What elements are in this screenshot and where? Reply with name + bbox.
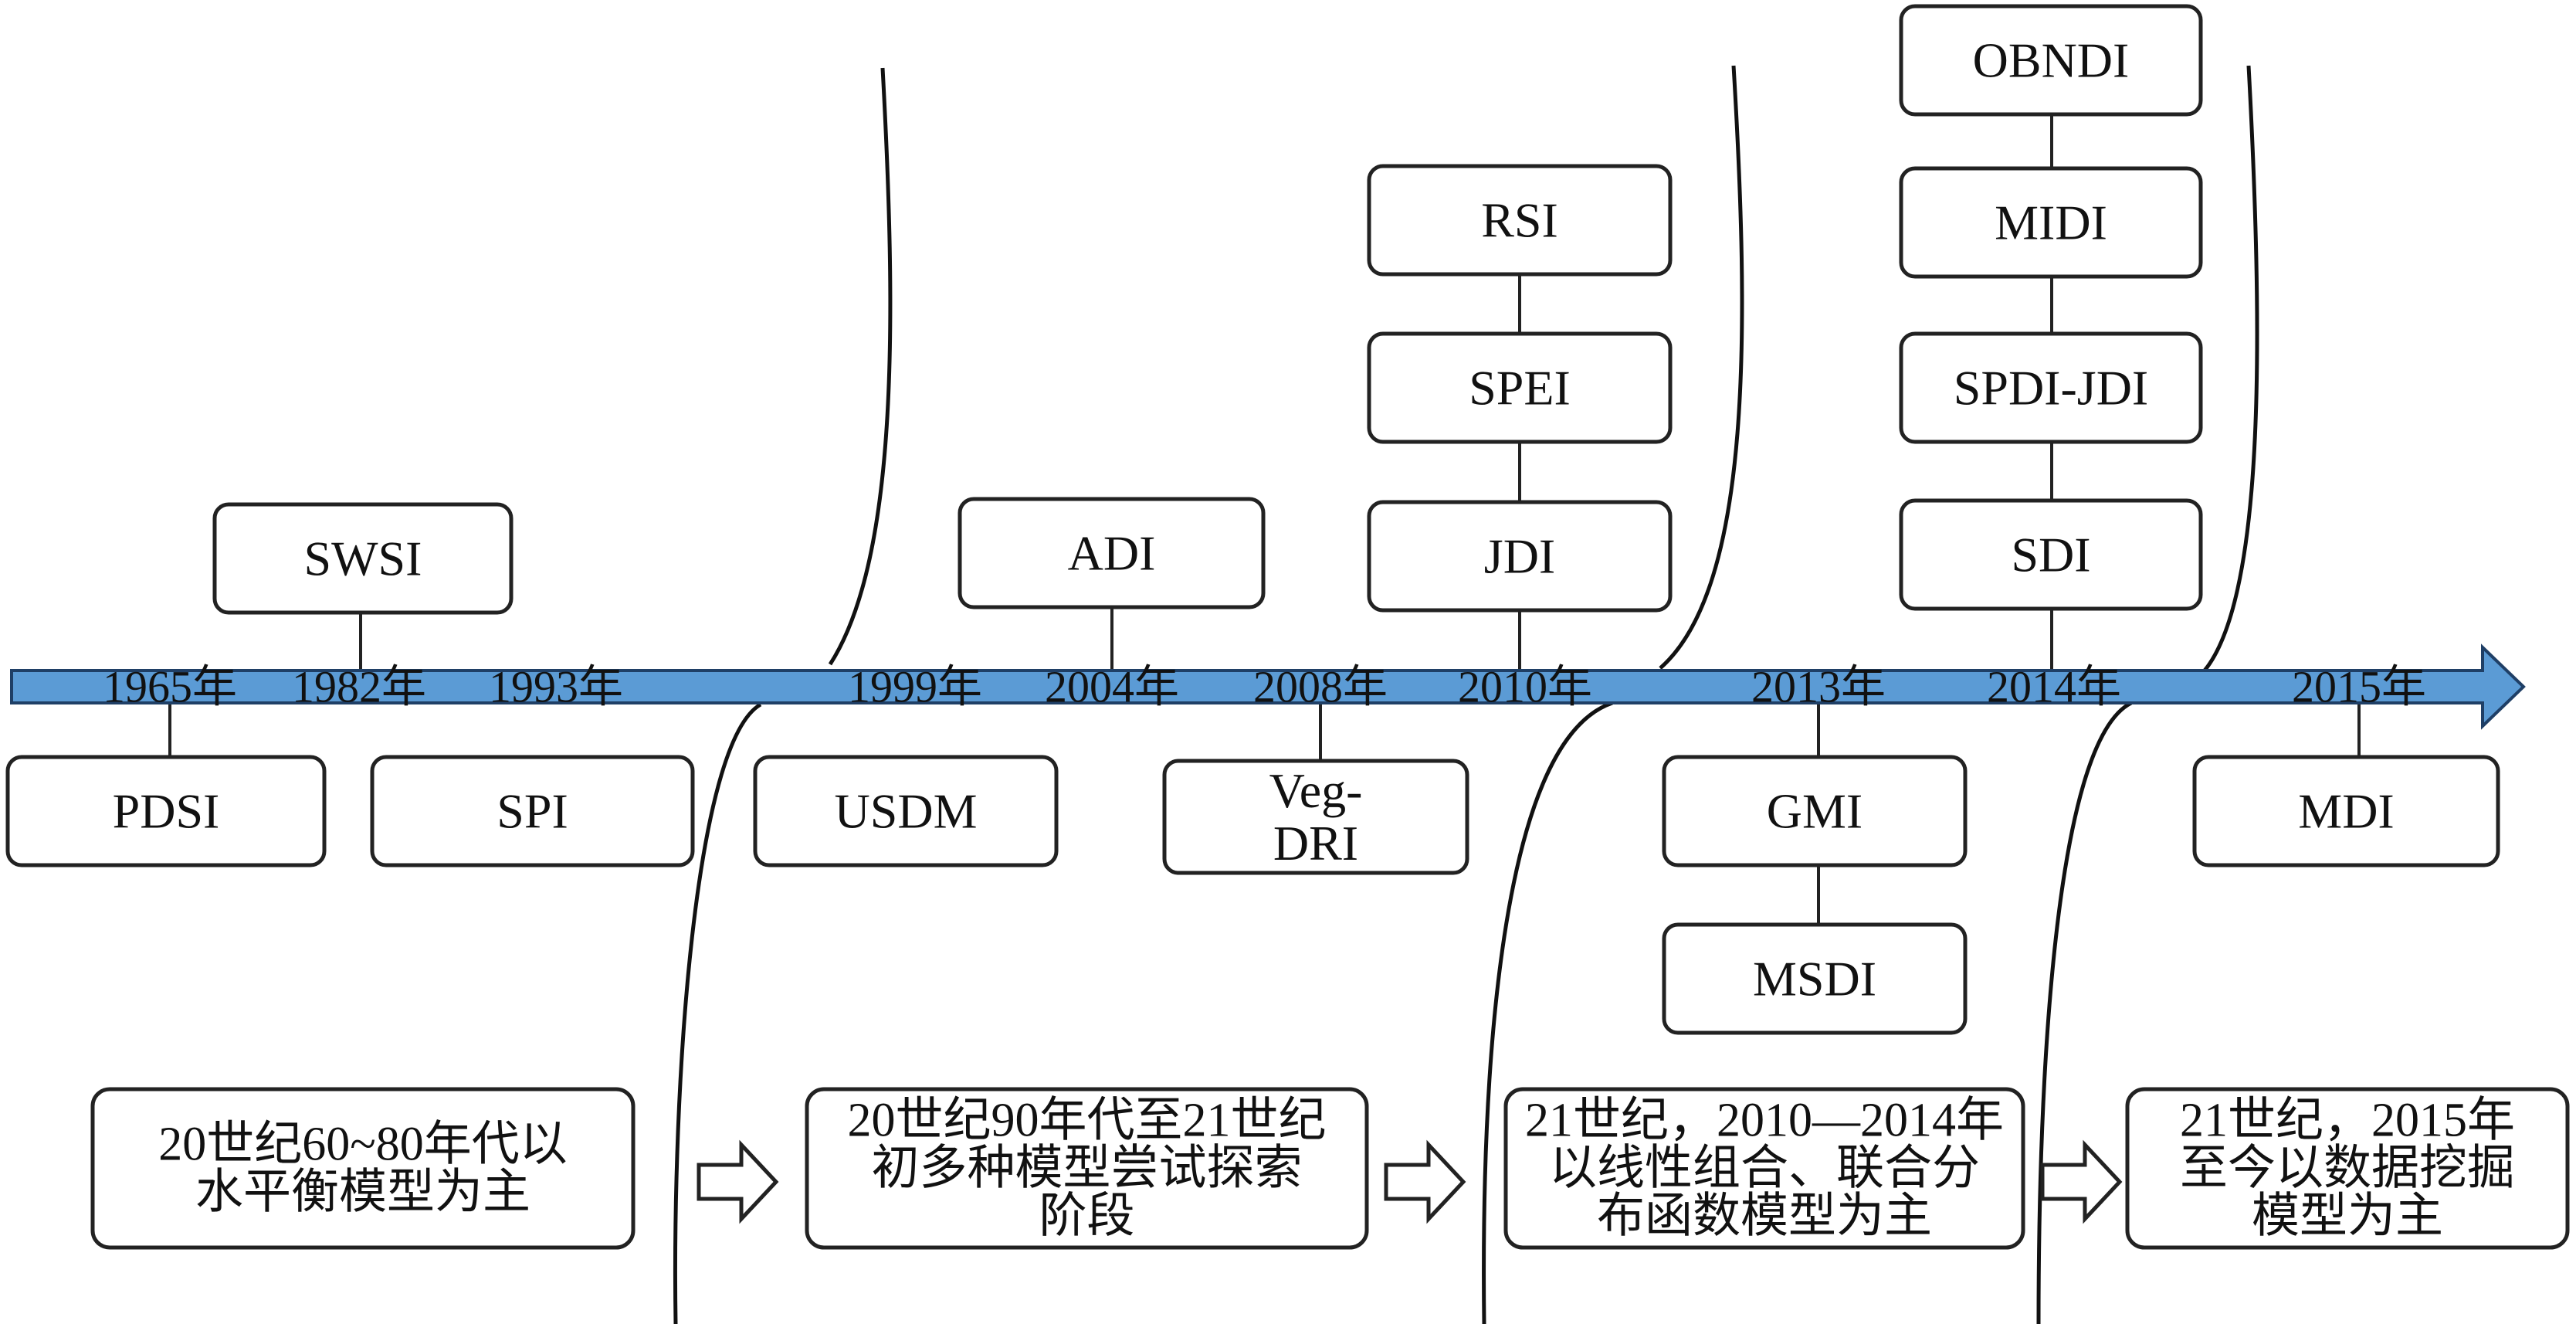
index-box: SPI (370, 755, 695, 867)
index-boxes: SWSI ADI JDI SPEI RSI SDI SPDI-JDI MIDI OBNDI PDS… (5, 4, 2500, 1035)
index-box: USDM (753, 755, 1059, 867)
index-box: MIDI (1899, 166, 2203, 279)
stage-divider (673, 702, 762, 1324)
stage-divider (2203, 65, 2259, 672)
stage-divider (828, 67, 893, 666)
index-box: SWSI (212, 502, 514, 615)
index-box: MSDI (1662, 922, 1968, 1035)
stage-label: 以线性组合、联合分 (1549, 1142, 1980, 1195)
index-box: RSI (1367, 164, 1673, 277)
year-labels: 1965年 1982年 1993年 1999年 2004年 2008年 2010年 2013年… (103, 662, 2426, 712)
index-label: OBNDI (1973, 33, 2130, 88)
stage-label: 至今以数据挖掘 (2180, 1142, 2515, 1195)
stage-divider (1482, 701, 1613, 1324)
stage-label: 布函数模型为主 (1597, 1190, 1932, 1243)
stage-arrows (697, 1139, 2123, 1224)
index-label: JDI (1484, 529, 1555, 584)
stage-arrow-icon (697, 1139, 779, 1224)
index-box: GMI (1662, 755, 1968, 867)
index-box: MDI (2192, 755, 2500, 867)
stage-arrow-icon (1384, 1139, 1466, 1224)
stage-label: 21世纪，2010—2014年 (1525, 1095, 2004, 1147)
year-label: 2010年 (1458, 662, 1592, 712)
stage-label: 21世纪，2015年 (2180, 1095, 2515, 1147)
index-box: PDSI (5, 755, 327, 867)
year-label: 1999年 (848, 662, 982, 712)
stage-label: 初多种模型尝试探索 (871, 1142, 1302, 1195)
index-label: USDM (835, 784, 978, 839)
index-label: RSI (1481, 193, 1558, 248)
stage-divider (1659, 65, 1744, 670)
stage-label: 水平衡模型为主 (195, 1166, 530, 1219)
year-label: 1982年 (292, 662, 426, 712)
index-label: GMI (1767, 784, 1863, 839)
stage-label: 模型为主 (2252, 1190, 2443, 1243)
stage-label: 阶段 (1039, 1190, 1134, 1243)
year-label: 2014年 (1987, 662, 2121, 712)
stage-dividers (673, 65, 2259, 1324)
index-label: DRI (1273, 816, 1358, 871)
index-box: SPDI-JDI (1899, 331, 2203, 444)
index-label: PDSI (113, 784, 220, 839)
index-label: SPDI-JDI (1954, 361, 2148, 416)
year-label: 1965年 (103, 662, 237, 712)
index-label: MSDI (1753, 952, 1876, 1007)
year-label: 2004年 (1045, 662, 1179, 712)
index-box: SDI (1899, 498, 2203, 611)
index-box: ADI (958, 497, 1266, 609)
index-label: SWSI (304, 531, 422, 586)
index-label: MDI (2298, 784, 2394, 839)
index-box: JDI (1367, 500, 1673, 613)
timeline-axis-arrow (10, 643, 2526, 730)
stage-divider (2036, 701, 2133, 1324)
index-label: Veg- (1269, 763, 1363, 818)
stage-label: 20世纪60~80年代以 (158, 1119, 568, 1171)
stage-arrow-icon (2040, 1139, 2123, 1224)
stage-label: 20世纪90年代至21世纪 (847, 1095, 1326, 1147)
year-label: 1993年 (489, 662, 623, 712)
connectors (168, 114, 2361, 925)
year-label: 2015年 (2292, 662, 2426, 712)
index-box: Veg-DRI (1162, 759, 1469, 875)
index-label: SPI (497, 784, 568, 839)
year-label: 2013年 (1751, 662, 1886, 712)
index-label: ADI (1068, 526, 1156, 581)
index-label: SDI (2011, 528, 2090, 582)
year-label: 2008年 (1253, 662, 1388, 712)
index-box: SPEI (1367, 331, 1673, 444)
index-label: MIDI (1995, 195, 2107, 250)
index-label: SPEI (1469, 361, 1571, 416)
index-box: OBNDI (1899, 4, 2203, 117)
